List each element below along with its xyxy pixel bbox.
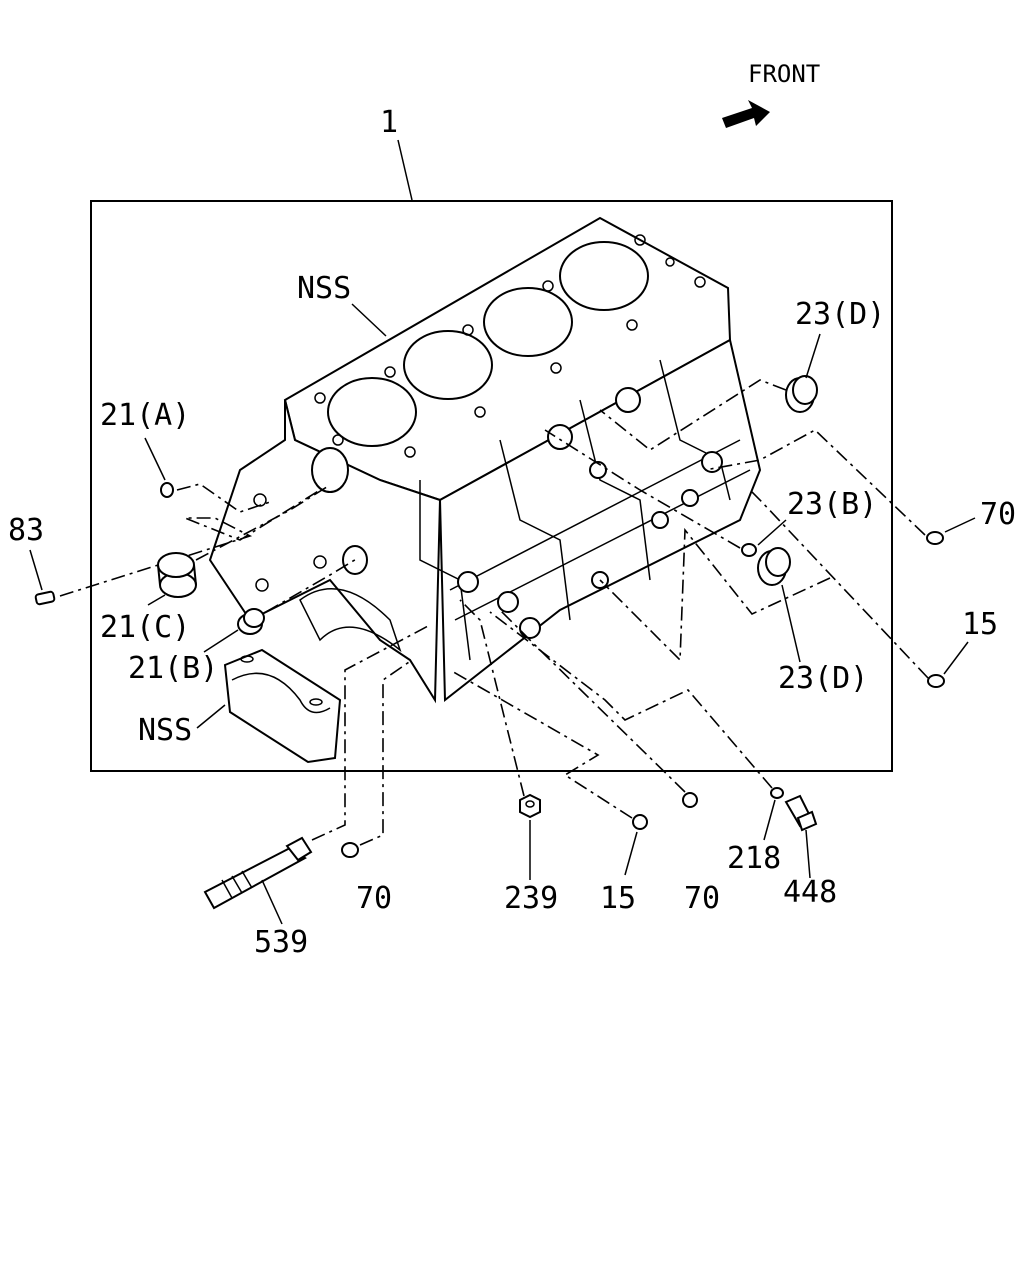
dashline-83 [59,489,321,597]
callout-21c: 21(C) [100,610,190,645]
leader-nss-top [351,303,387,337]
callout-218: 218 [727,841,781,876]
bearing-cap [223,648,342,764]
dashline-21b [265,557,359,613]
callout-83: 83 [8,513,44,548]
pin-83 [34,590,56,606]
bolt-448 [784,794,818,832]
callout-23d-bottom: 23(D) [778,661,868,696]
leader-21c [147,594,166,606]
callout-70-right: 70 [980,497,1016,532]
dashline-23b [544,429,741,549]
dashline-239 [459,599,525,797]
leader-83 [29,549,43,591]
leader-539 [261,879,283,925]
callout-23b: 23(B) [787,487,877,522]
leader-15-bottom [624,831,638,876]
plug-21b [237,608,265,635]
washer-218 [770,787,784,799]
plug-21a [160,482,174,498]
plug-15-right [927,674,945,688]
dashline-15-bottom [449,669,633,819]
callout-70-bottom-left: 70 [356,881,392,916]
dashline-23d-bottom [599,527,831,662]
callout-539: 539 [254,925,308,960]
plug-23d-bottom [757,547,791,586]
plug-70-bottom [682,792,698,808]
dashline-218 [489,611,773,789]
callout-448: 448 [783,875,837,910]
dashline-70-right [704,429,926,536]
cylinder-block [208,216,762,704]
plug-15-bottom [632,814,648,830]
callout-nss-bottom: NSS [138,713,192,748]
leader-nss-bottom [196,704,226,729]
callout-1: 1 [380,105,398,140]
leader-21b [203,629,239,653]
callout-nss-top: NSS [297,271,351,306]
plug-21c [157,552,197,598]
callout-23d-top: 23(D) [795,297,885,332]
leader-218 [763,799,776,841]
plug-23b [741,543,757,557]
dashline-539 [311,624,431,841]
dashline-15-right [749,489,929,679]
callout-21a: 21(A) [100,398,190,433]
front-label: FRONT [748,60,820,88]
callout-70-bottom: 70 [684,881,720,916]
callout-15-right: 15 [962,607,998,642]
front-arrow-icon [722,100,770,128]
nut-239 [519,793,541,819]
plug-70-bottom-left [341,842,359,858]
leader-448 [805,829,811,879]
plug-23d-top [785,375,818,413]
dashline-21a [176,483,271,513]
stud-539 [203,836,313,910]
leader-21a [144,437,166,481]
callout-21b: 21(B) [128,651,218,686]
dashline-21c [195,484,331,561]
leader-23d-bottom [781,584,801,663]
assembly-frame [90,200,893,772]
callout-15-bottom: 15 [600,881,636,916]
dashline-23d-top [599,379,787,451]
leader-1 [397,139,413,201]
leader-23d-top [805,333,821,379]
dashline-70-bottom-left [359,659,413,846]
callout-239: 239 [504,881,558,916]
leader-15-right [943,641,969,675]
leader-23b [757,519,787,546]
leader-70-right [944,517,976,533]
plug-70-right [926,531,944,545]
